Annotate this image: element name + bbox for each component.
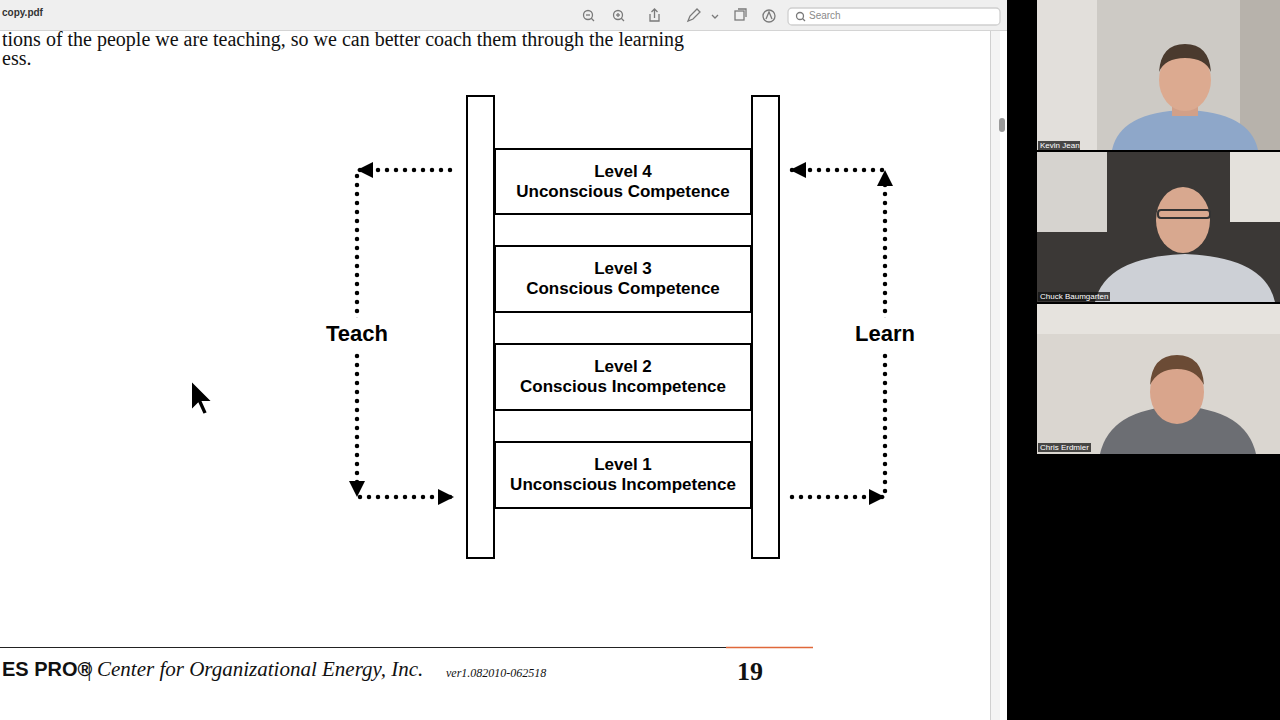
scrollbar-thumb: [999, 118, 1005, 132]
body-text: tions of the people we are teaching, so …: [2, 29, 684, 49]
footer-accent: [726, 647, 813, 649]
video-panel: [1007, 0, 1280, 720]
body-text: ess.: [2, 48, 31, 68]
toolbar: [0, 0, 1007, 30]
video-tile: [1037, 304, 1280, 454]
footer-rule: [0, 647, 730, 648]
level-name: Unconscious Incompetence: [510, 475, 736, 495]
pdf-page: [0, 0, 1007, 720]
arrow-head: [869, 489, 885, 505]
ladder-rail: [752, 96, 779, 558]
scrollbar-track: [990, 31, 1000, 720]
ladder-rail: [467, 96, 494, 558]
participant-name: Chris Erdmier: [1038, 443, 1091, 452]
level-box: Level 1Unconscious Incompetence: [494, 441, 752, 509]
cursor-arrow: [191, 380, 213, 415]
participant-name: Chuck Baumgarten: [1038, 292, 1110, 301]
file-name: copy.pdf: [2, 7, 43, 19]
level-number: Level 3: [594, 259, 652, 279]
search-field: Search: [809, 10, 841, 22]
edge-label: Teach: [323, 318, 391, 350]
arrow-head: [438, 489, 454, 505]
level-number: Level 4: [594, 162, 652, 182]
footer-version: ver1.082010-062518: [446, 666, 546, 680]
level-number: Level 2: [594, 357, 652, 377]
level-box: Level 4Unconscious Competence: [494, 148, 752, 215]
scrollbar-border: [990, 31, 991, 720]
footer-brand: ES PRO®: [2, 657, 92, 681]
footer-company: | Center for Organizational Energy, Inc.: [86, 657, 423, 681]
page-number: 19: [737, 658, 763, 686]
level-name: Conscious Incompetence: [520, 377, 726, 397]
video-tile: [1037, 152, 1280, 302]
mouse-cursor: [188, 378, 218, 418]
level-name: Unconscious Competence: [516, 182, 730, 202]
arrow-head: [357, 162, 373, 178]
level-box: Level 2Conscious Incompetence: [494, 343, 752, 411]
level-name: Conscious Competence: [526, 279, 720, 299]
arrow-head: [790, 162, 806, 178]
level-number: Level 1: [594, 455, 652, 475]
toolbar-icons: [584, 8, 1001, 25]
edge-label: Learn: [852, 318, 918, 350]
arrow-head: [877, 170, 893, 186]
video-tile: [1037, 0, 1280, 150]
participant-name: Kevin Jean: [1038, 141, 1080, 150]
level-box: Level 3Conscious Competence: [494, 245, 752, 313]
arrow-head: [349, 481, 365, 497]
